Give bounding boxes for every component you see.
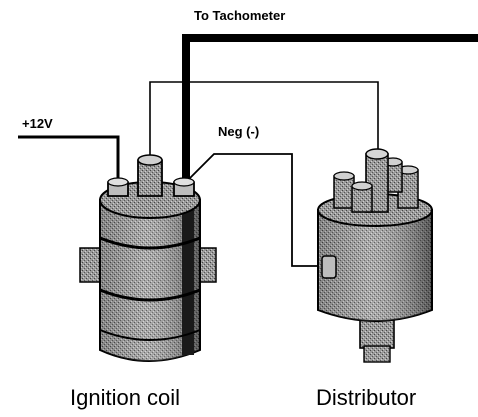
wires xyxy=(18,34,478,267)
ignition-coil xyxy=(79,154,217,362)
plus12v-label: +12V xyxy=(22,116,53,131)
ht-lead-wire xyxy=(149,81,379,160)
neg-wire xyxy=(185,153,328,267)
ignition-coil-caption: Ignition coil xyxy=(70,385,180,410)
plus12v-wire xyxy=(18,135,120,182)
tachometer-label: To Tachometer xyxy=(194,8,285,23)
neg-label: Neg (-) xyxy=(218,124,259,139)
distributor-shaft xyxy=(359,317,395,349)
coil-band-upper xyxy=(99,236,201,250)
coil-band-lower xyxy=(99,329,201,341)
distributor-tower-left xyxy=(333,175,355,209)
distributor-side-terminal xyxy=(321,255,337,279)
distributor xyxy=(317,148,433,363)
coil-band-middle xyxy=(99,288,201,302)
distributor-caption: Distributor xyxy=(316,385,416,410)
tachometer-wire xyxy=(182,34,478,178)
